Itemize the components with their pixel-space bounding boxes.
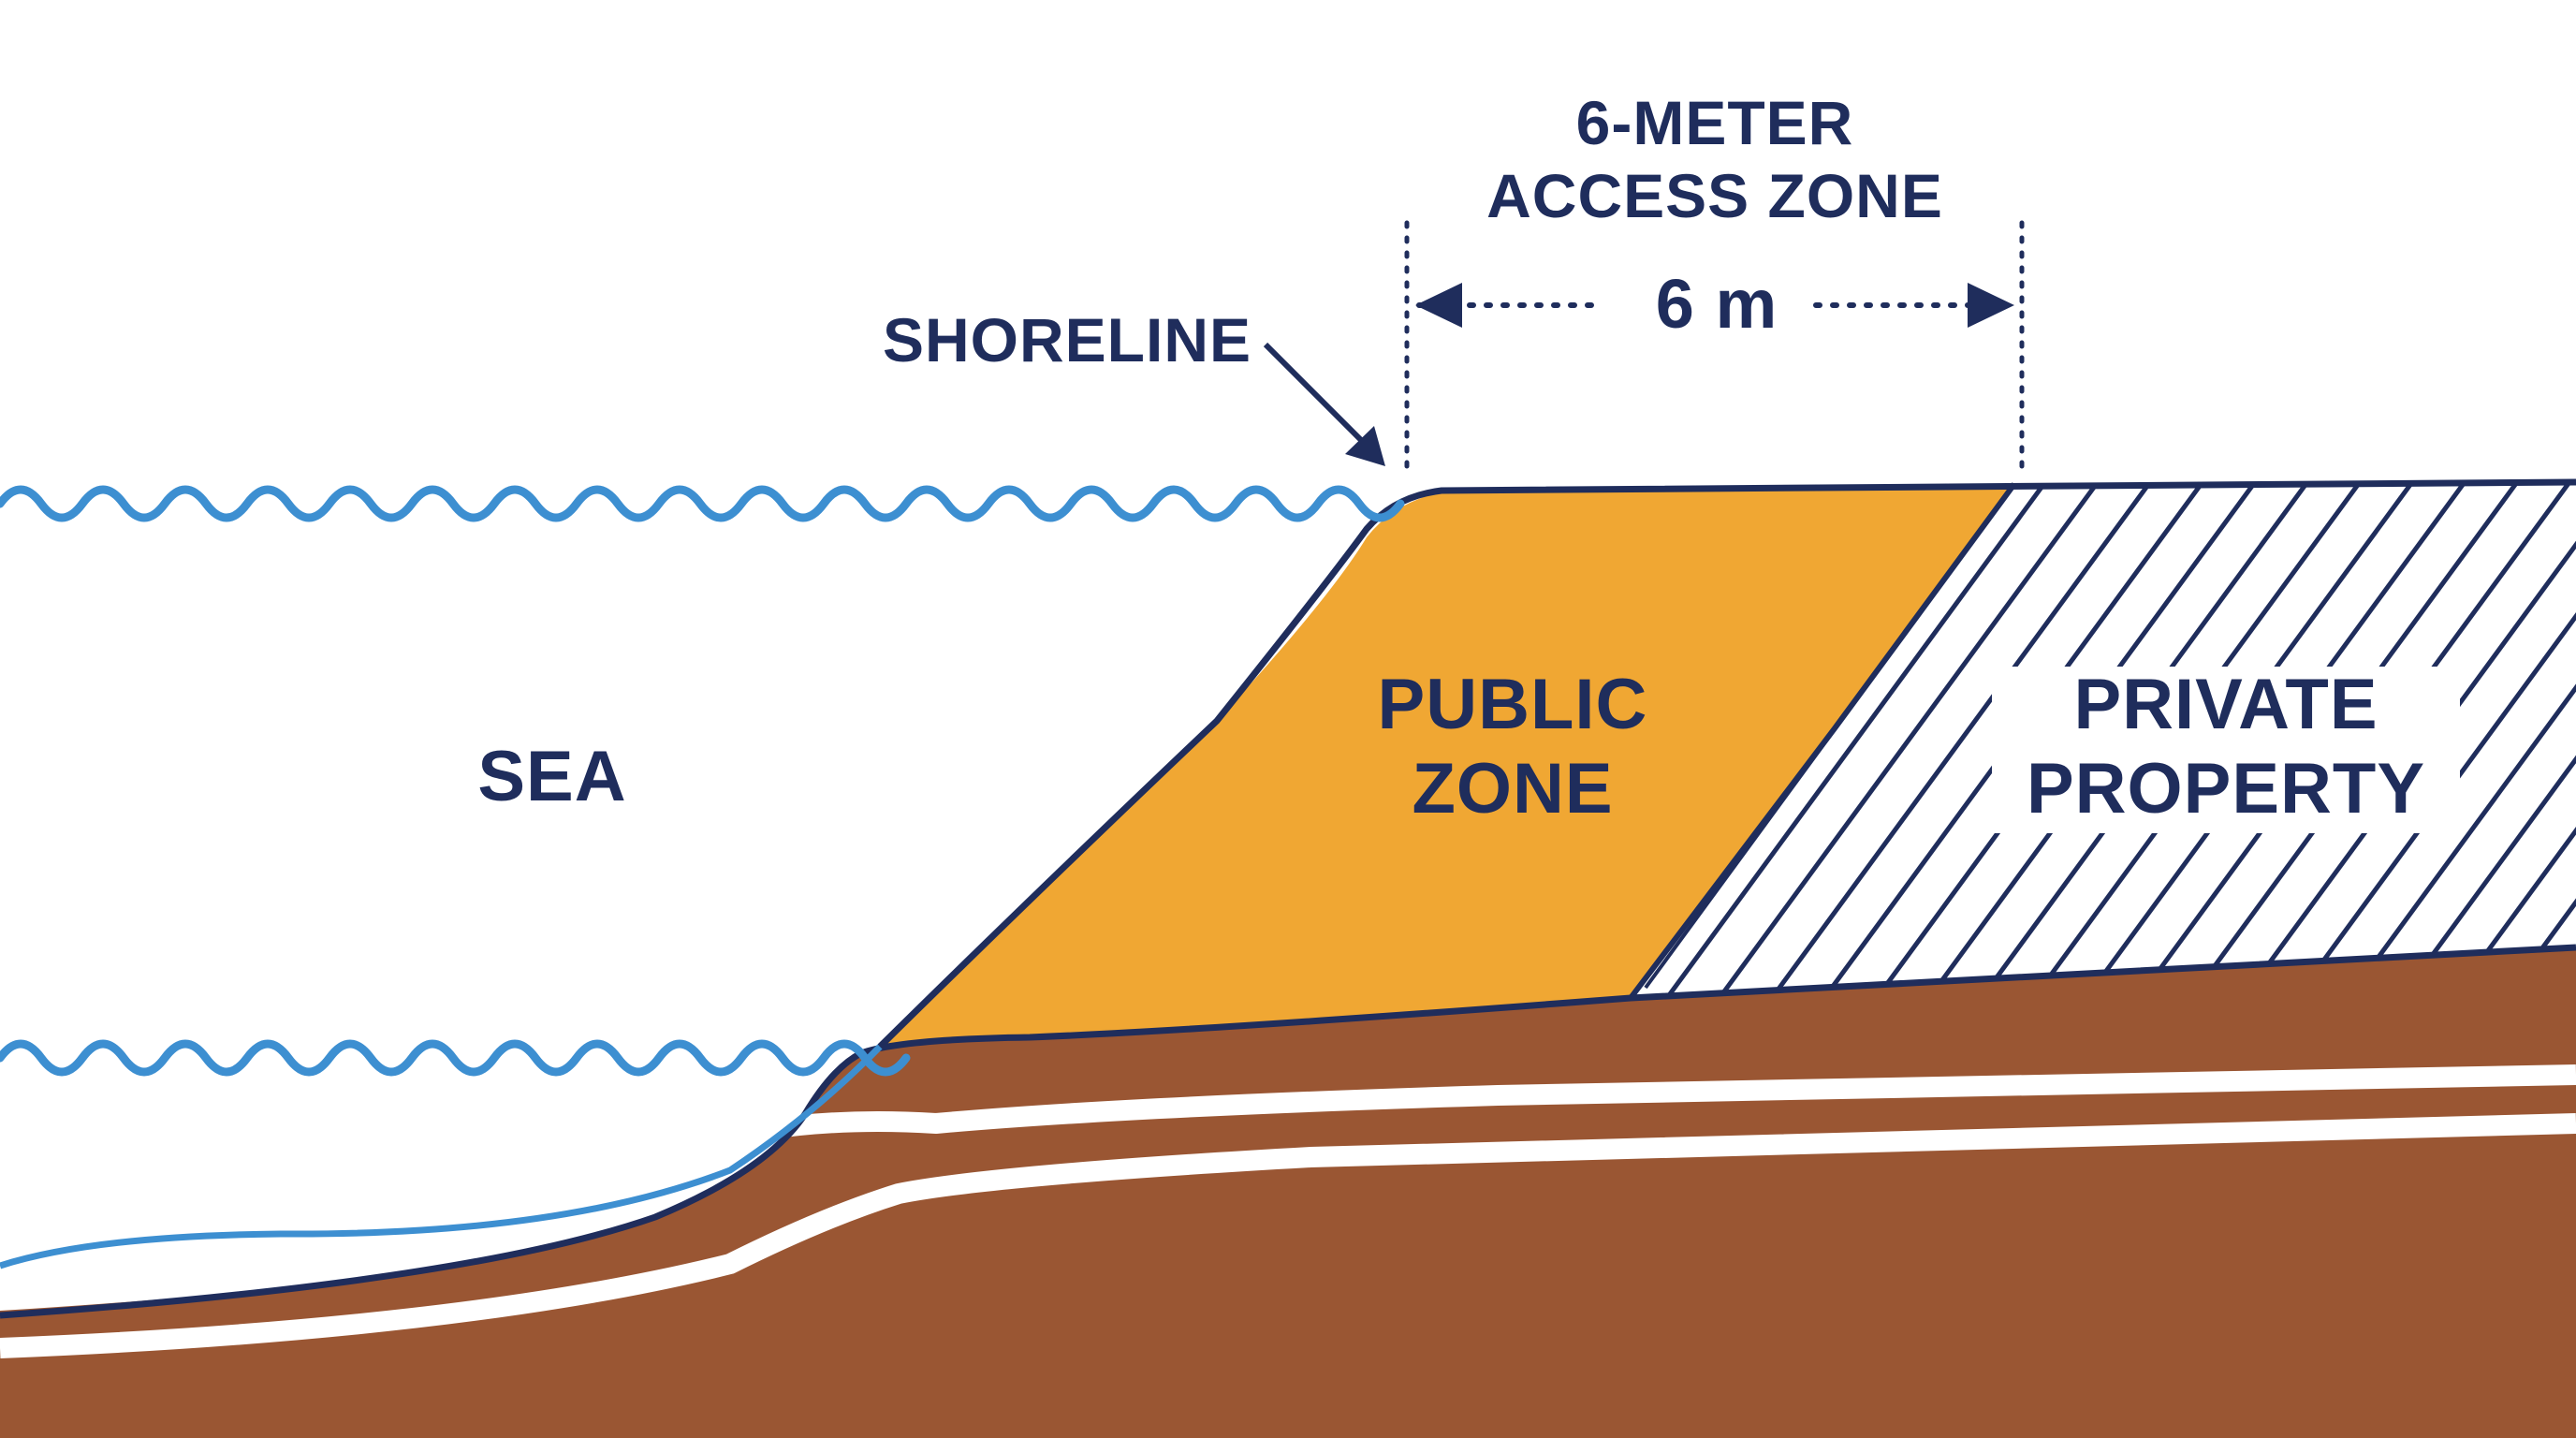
seabed-line [0, 1044, 883, 1269]
soil-top-line [0, 944, 2576, 1319]
private-property-label-bg [1992, 667, 2460, 833]
shoreline-pointer-arrowhead [1345, 426, 1385, 466]
hatch-line [2427, 482, 2576, 998]
shoreline-label: SHORELINE [883, 305, 1251, 374]
access-zone-title-line2: ACCESS ZONE [1486, 161, 1943, 230]
hatch-line [1693, 482, 2111, 998]
access-zone-title-line1: 6-METER [1576, 88, 1854, 157]
public-zone-area [880, 484, 2014, 1047]
sea-label: SEA [477, 737, 626, 816]
hatch-line [2375, 482, 2576, 998]
dimension-label: 6 m [1656, 265, 1778, 343]
dimension-arrowhead-right [1968, 283, 2014, 328]
shoreline-pointer-arrow [1263, 342, 1368, 447]
hatch-line [2322, 482, 2576, 998]
dimension-arrowhead-left [1415, 283, 1462, 328]
soil-stratum-upper [670, 1064, 2576, 1162]
soil-stratum-lower [0, 1113, 2576, 1358]
hatch-line [1746, 482, 2163, 998]
soil-layer [0, 947, 2576, 1438]
hatch-line [1641, 482, 2058, 998]
public-zone-label-line1: PUBLIC [1378, 665, 1648, 744]
hatch-line [2480, 482, 2576, 998]
private-property-label-line2: PROPERTY [2027, 749, 2425, 829]
sea-surface-wave-top [0, 485, 1405, 522]
private-boundary-inner [1644, 482, 2016, 990]
hatch-line [2270, 482, 2576, 998]
private-property-label-line1: PRIVATE [2073, 665, 2378, 744]
sea-surface-wave-bottom [0, 1039, 911, 1077]
public-zone-label-line2: ZONE [1412, 749, 1613, 829]
